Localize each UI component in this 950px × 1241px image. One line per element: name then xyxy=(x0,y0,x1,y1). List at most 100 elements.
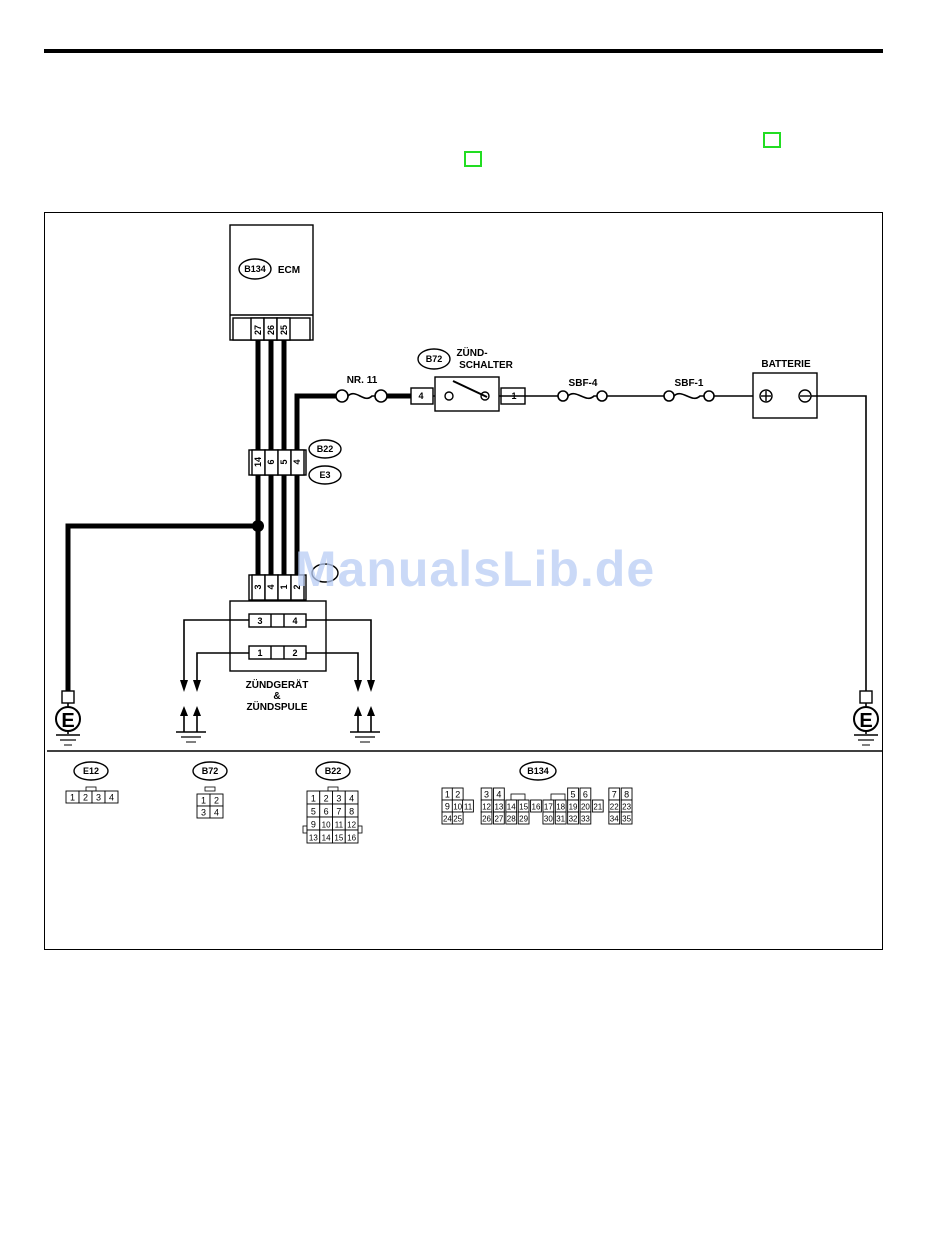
ignition-unit: 3 4 1 2 ZÜNDGERÄT & ZÜNDSPULE xyxy=(229,600,327,713)
pin-number: 7 xyxy=(336,807,341,817)
switch-pin-1: 1 xyxy=(511,391,516,401)
unit-pin-4: 4 xyxy=(292,616,297,626)
connector-b22-e3: 14 6 5 4 B22 E3 xyxy=(248,439,342,485)
pin-cell xyxy=(530,799,542,813)
lower-pin-4: 4 xyxy=(266,584,276,589)
unit-label-line3: ZÜNDSPULE xyxy=(246,700,307,713)
watermark: ManualsLib.de xyxy=(295,541,655,597)
pin-number: 2 xyxy=(83,793,88,803)
ground-left-label: E xyxy=(61,710,74,732)
pin-number: 34 xyxy=(610,815,619,824)
pin-cell xyxy=(542,811,555,825)
ground-right: E xyxy=(853,690,879,746)
unit-label-line2: & xyxy=(273,691,280,702)
pin-number: 4 xyxy=(109,793,114,803)
switch-label-line2: SCHALTER xyxy=(459,360,513,371)
ground-right-label: E xyxy=(859,710,872,732)
lower-pin-1: 1 xyxy=(279,584,289,589)
pin-number: 10 xyxy=(453,803,462,812)
b22-pin-5: 5 xyxy=(279,459,289,464)
legend-b134-label: B134 xyxy=(527,766,549,776)
pin-number: 16 xyxy=(532,803,541,812)
pin-number: 14 xyxy=(322,834,331,843)
unit-pin-1: 1 xyxy=(257,648,262,658)
pin-number: 5 xyxy=(571,790,576,800)
top-rule xyxy=(44,49,883,53)
pin-number: 13 xyxy=(309,834,318,843)
legend-b72-label: B72 xyxy=(202,766,219,776)
pin-number: 1 xyxy=(445,790,450,800)
switch-connector-id: B72 xyxy=(426,354,443,364)
pin-number: 8 xyxy=(624,790,629,800)
ecm-pin-27: 27 xyxy=(253,325,263,335)
fuse-nr11-label: NR. 11 xyxy=(347,375,378,386)
b22-id: B22 xyxy=(317,444,334,454)
pin-number: 1 xyxy=(201,796,206,806)
pin-number: 10 xyxy=(322,821,331,830)
fuse-sbf1-label: SBF-1 xyxy=(675,378,704,389)
fuse-sbf4-label: SBF-4 xyxy=(569,378,598,389)
pin-number: 18 xyxy=(556,803,565,812)
legend-b22-label: B22 xyxy=(325,766,342,776)
pin-number: 3 xyxy=(336,794,341,804)
pin-number: 35 xyxy=(622,815,631,824)
pin-cell xyxy=(579,811,592,825)
pin-number: 5 xyxy=(311,807,316,817)
b22-pin-14: 14 xyxy=(253,457,263,467)
lower-pin-2: 2 xyxy=(292,584,302,589)
switch-label-line1: ZÜND- xyxy=(456,346,487,359)
ecm-pin-26: 26 xyxy=(266,325,276,335)
pin-number: 26 xyxy=(482,815,491,824)
green-marker-box xyxy=(763,132,781,148)
pin-cell xyxy=(608,811,621,825)
pin-number: 24 xyxy=(443,815,452,824)
pin-number: 12 xyxy=(347,821,356,830)
pin-number: 12 xyxy=(482,803,491,812)
fuse-sbf4: SBF-4 xyxy=(557,378,608,402)
connector-lower: 3 4 1 2 xyxy=(248,563,339,601)
b22-pin-6: 6 xyxy=(266,459,276,464)
pin-number: 27 xyxy=(494,815,503,824)
pin-number: 33 xyxy=(581,815,590,824)
unit-label-line1: ZÜNDGERÄT xyxy=(246,678,309,691)
pin-number: 3 xyxy=(96,793,101,803)
ecm-label: ECM xyxy=(278,265,300,276)
e3-id: E3 xyxy=(319,470,330,480)
pin-cell xyxy=(517,811,530,825)
unit-pin-2: 2 xyxy=(292,648,297,658)
fuse-nr11: NR. 11 xyxy=(335,375,388,403)
ecm-pin-25: 25 xyxy=(279,325,289,335)
pin-number: 23 xyxy=(622,803,631,812)
pin-number: 4 xyxy=(349,794,354,804)
pin-number: 4 xyxy=(496,790,501,800)
pin-number: 11 xyxy=(464,803,473,812)
unit-pin-3: 3 xyxy=(257,616,262,626)
switch-pin-4: 4 xyxy=(418,391,423,401)
pin-number: 30 xyxy=(544,815,553,824)
pin-number: 9 xyxy=(445,802,450,812)
pin-number: 20 xyxy=(581,803,590,812)
battery: BATTERIE xyxy=(752,359,818,419)
pin-number: 8 xyxy=(349,807,354,817)
green-marker-box xyxy=(464,151,482,167)
spark-outputs xyxy=(176,619,380,743)
pin-number: 14 xyxy=(507,803,516,812)
pin-number: 1 xyxy=(311,794,316,804)
ecm-module: B134 ECM 27 26 25 xyxy=(229,224,314,341)
pin-number: 15 xyxy=(334,834,343,843)
pin-number: 15 xyxy=(519,803,528,812)
pin-number: 4 xyxy=(214,808,219,818)
pin-number: 19 xyxy=(569,803,578,812)
b22-pin-4: 4 xyxy=(292,459,302,464)
pin-number: 9 xyxy=(311,820,316,830)
pin-cell xyxy=(567,811,579,825)
pin-number: 31 xyxy=(556,815,565,824)
pin-number: 17 xyxy=(544,803,553,812)
pin-number: 21 xyxy=(593,803,602,812)
pin-number: 29 xyxy=(519,815,528,824)
pin-cell xyxy=(209,805,224,819)
